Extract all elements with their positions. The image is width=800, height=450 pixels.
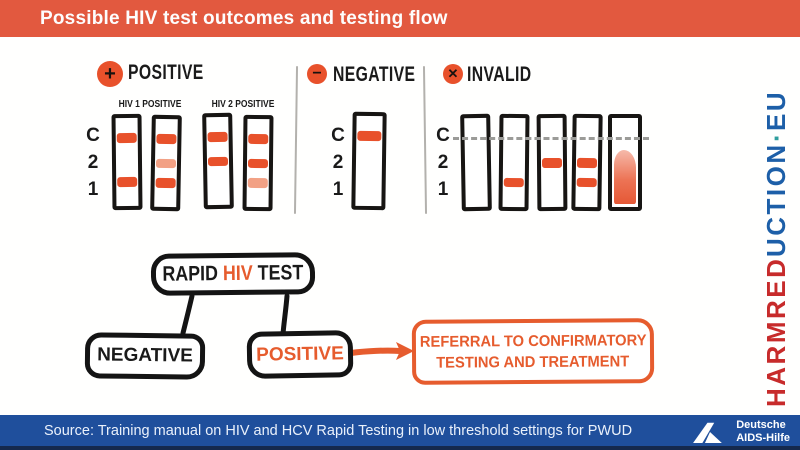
row-label-2: 2 [437,152,449,173]
minus-circle-icon: − [307,64,327,84]
test-strip-invalid-1 [460,113,492,212]
hiv-label: HIV [222,261,253,286]
positive-row-labels: C 2 1 [82,122,104,203]
section-divider [422,65,428,215]
plus-glyph: + [104,62,116,85]
test-strip-invalid-3 [536,113,568,212]
brand-uction: UCTION [761,141,791,257]
test-strip-hiv1-b [150,114,182,212]
source-text: Source: Training manual on HIV and HCV R… [44,422,633,439]
row-label-c: C [331,125,345,146]
positive-outcome-box: POSITIVE [246,330,354,379]
footer-edge [0,446,800,450]
negative-outcome-label: NEGATIVE [97,344,193,367]
test-band-2f [156,158,176,169]
test-strip-hiv1-a [111,113,143,211]
test-band-1 [155,177,176,188]
test-strip-invalid-2 [498,113,530,212]
connector-positive [280,293,290,337]
test-strip-hiv2-b [242,114,274,212]
test-band-smudge [613,150,637,205]
connector-negative [180,293,195,336]
test-band-2 [248,158,268,169]
test-band-2 [542,157,562,168]
test-strip-invalid-4 [571,113,603,212]
invalid-section-label: INVALID [467,63,532,86]
test-band-1f [247,177,268,188]
hiv2-positive-label: HIV 2 POSITIVE [211,99,275,110]
brand-dot: · [761,130,791,142]
rapid-label: RAPID [162,262,219,286]
row-label-1: 1 [87,179,99,200]
logo-line-2: AIDS-Hilfe [736,432,790,444]
test-label: TEST [257,261,304,285]
invalid-row-labels: C 2 1 [432,122,454,203]
row-label-c: C [436,125,450,146]
test-band-C [248,133,269,144]
test-band-2 [208,156,228,167]
negative-row-labels: C 2 1 [327,122,349,203]
test-strip-hiv2-a [202,112,234,210]
test-band-2 [577,157,597,168]
plus-circle-icon: + [97,61,123,87]
referral-line-1: REFERRAL TO CONFIRMATORY [419,331,647,351]
test-band-1 [117,176,138,187]
page-title: Possible HIV test outcomes and testing f… [40,7,448,29]
test-band-C [116,132,137,143]
referral-line-2: TESTING AND TREATMENT [436,352,630,372]
x-circle-icon: ✕ [443,64,463,84]
title-bar: Possible HIV test outcomes and testing f… [0,0,800,37]
referral-box: REFERRAL TO CONFIRMATORY TESTING AND TRE… [411,318,655,385]
test-band-C [207,131,228,142]
negative-section-label: NEGATIVE [333,63,416,86]
test-band-1 [503,177,524,188]
row-label-c: C [86,125,100,146]
row-label-1: 1 [437,179,449,200]
referral-arrow-line [348,347,403,356]
negative-outcome-box: NEGATIVE [84,332,206,380]
row-label-2: 2 [332,152,344,173]
control-line-dashed [453,137,649,140]
test-band-C [156,133,177,144]
deutsche-aids-hilfe-icon [693,422,722,443]
brand-red: RED [761,256,791,319]
positive-section-label: POSITIVE [128,61,204,84]
rapid-hiv-test-box: RAPID HIV TEST [150,252,316,296]
section-divider [293,65,299,215]
hiv1-positive-label: HIV 1 POSITIVE [118,99,182,110]
test-band-C [357,131,382,142]
test-strip-invalid-5 [608,114,642,211]
source-bar: Source: Training manual on HIV and HCV R… [0,415,800,446]
brand-eu: EU [761,89,791,131]
test-band-1 [576,177,597,188]
test-strip-negative [351,111,387,211]
rapid-hiv-test-label: RAPID HIV TEST [162,261,303,286]
row-label-1: 1 [332,179,344,200]
deutsche-aids-hilfe-label: Deutsche AIDS-Hilfe [736,419,790,445]
x-glyph: ✕ [447,66,459,81]
minus-glyph: − [312,65,322,82]
brand-harm: HARM [761,319,791,407]
row-label-2: 2 [87,152,99,173]
logo-line-1: Deutsche [736,419,786,431]
positive-outcome-label: POSITIVE [255,342,344,366]
